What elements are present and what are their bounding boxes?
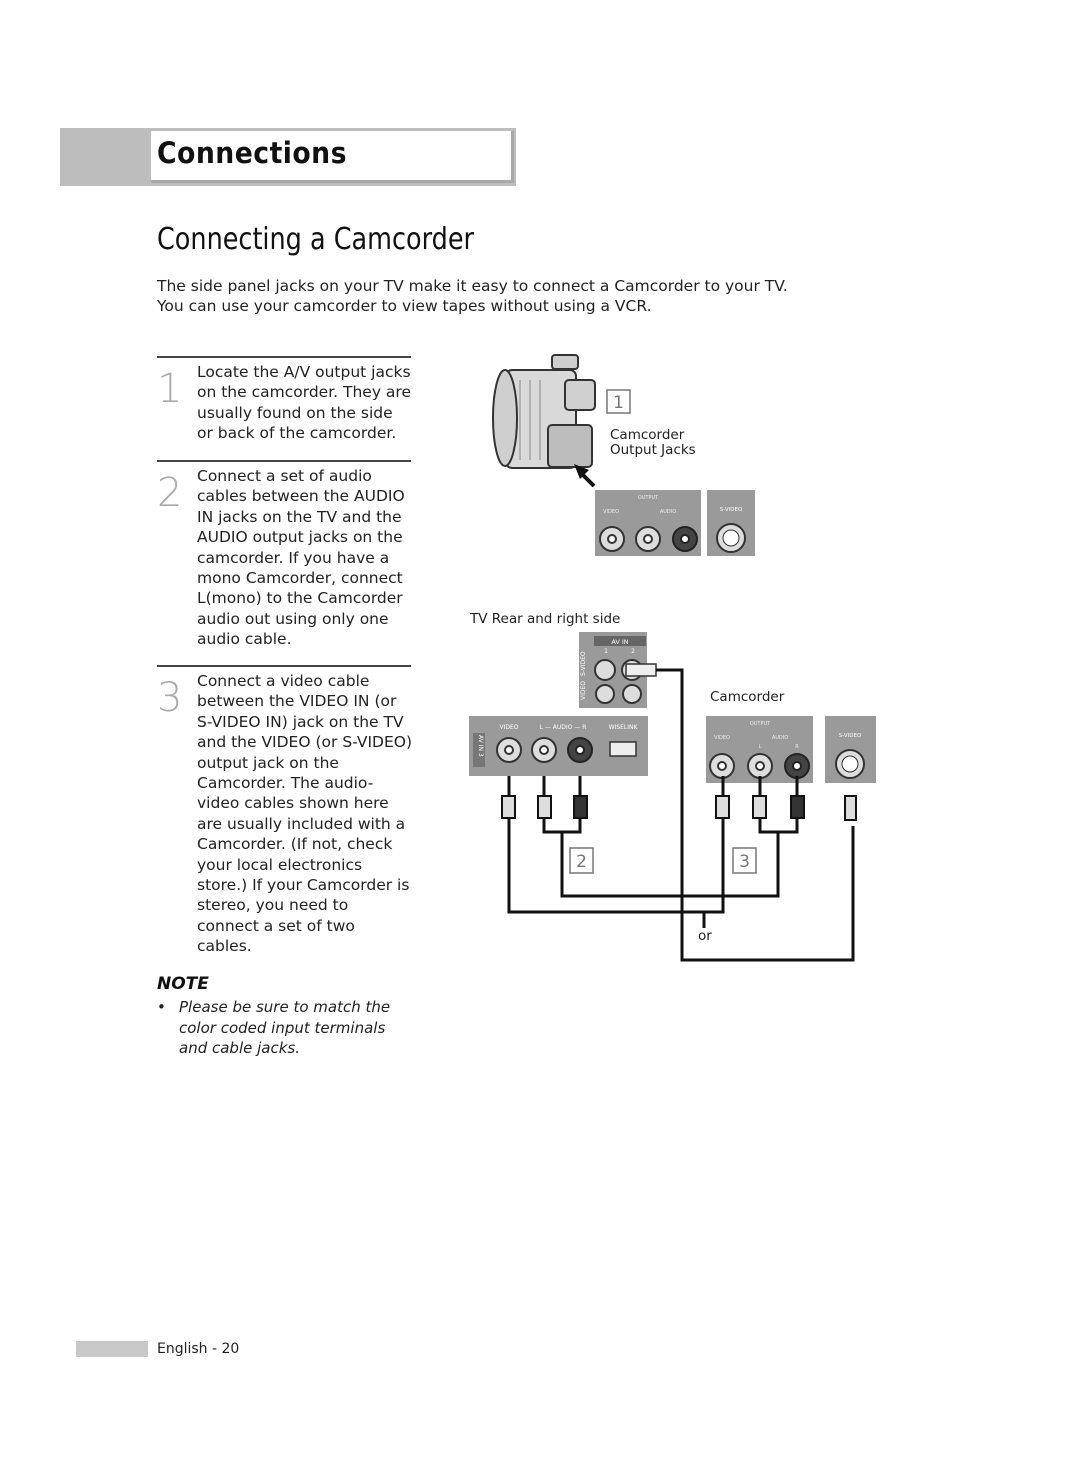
av-cables [507,776,799,928]
step-text: Connect a video cable between the VIDEO … [197,672,412,956]
footer-bar [76,1341,148,1357]
svg-text:AUDIO: AUDIO [660,509,676,515]
svg-text:1: 1 [604,648,608,655]
step-divider [157,356,411,358]
callout-3: 3 [732,847,757,874]
note-heading: NOTE [157,974,209,994]
step-number: 3 [157,675,183,721]
intro-line-1: The side panel jacks on your TV make it … [157,277,788,295]
rca-plugs [501,795,857,821]
camcorder-output-panel: OUTPUT VIDEO AUDIO S-VIDEO [595,490,755,556]
svg-text:L: L [759,744,762,750]
svg-text:VIDEO: VIDEO [603,509,619,515]
svg-text:S-VIDEO: S-VIDEO [720,507,743,513]
svg-text:VIDEO: VIDEO [580,681,587,700]
step-number: 1 [157,366,183,412]
tv-rear-panel: VIDEO L — AUDIO — R WISELINK AV IN 3 [469,716,648,776]
camcorder-output-label-2: Output Jacks [610,442,696,458]
svg-text:VIDEO: VIDEO [499,724,518,731]
svg-text:3: 3 [739,852,750,872]
svg-text:AUDIO: AUDIO [772,735,788,741]
callout-2: 2 [569,847,594,874]
svg-text:OUTPUT: OUTPUT [638,495,659,501]
svideo-cable [656,668,855,962]
intro-line-2: You can use your camcorder to view tapes… [157,297,652,315]
svg-text:AV IN 3: AV IN 3 [477,735,484,757]
or-label: or [698,928,712,944]
svg-text:R: R [795,744,799,750]
svg-text:L — AUDIO — R: L — AUDIO — R [540,724,587,731]
tv-side-label: TV Rear and right side [470,611,621,627]
tv-side-panel: AV IN 1 2 VIDEO S-VIDEO [579,632,657,708]
callout-1: 1 [606,389,631,414]
step-text: Locate the A/V output jacks on the camco… [197,363,411,443]
camcorder-illustration [492,354,596,469]
section-title: Connecting a Camcorder [157,222,474,257]
svg-text:WISELINK: WISELINK [609,724,639,731]
camcorder-lower-panel: OUTPUT VIDEO AUDIO L R S-VIDEO [706,716,876,783]
step-divider [157,665,411,667]
bullet-icon: • [157,998,166,1016]
intro-paragraph: The side panel jacks on your TV make it … [157,276,797,316]
page-number: English - 20 [157,1341,240,1357]
header-box [151,131,514,183]
svg-text:VIDEO: VIDEO [714,735,730,741]
svg-text:2: 2 [576,852,587,872]
svg-text:S-VIDEO: S-VIDEO [580,651,587,676]
svg-text:1: 1 [613,393,624,413]
camcorder-label: Camcorder [710,689,785,705]
note-text: Please be sure to match the color coded … [179,998,391,1057]
svg-text:OUTPUT: OUTPUT [750,721,771,727]
step-number: 2 [157,470,183,516]
camcorder-output-label-1: Camcorder [610,427,685,443]
svg-text:AV IN: AV IN [611,638,628,646]
svg-text:2: 2 [631,648,635,655]
step-divider [157,460,411,462]
svg-text:S-VIDEO: S-VIDEO [839,733,862,739]
chapter-title: Connections [157,136,347,170]
step-text: Connect a set of audio cables between th… [197,467,405,649]
arrow-icon [574,464,596,488]
